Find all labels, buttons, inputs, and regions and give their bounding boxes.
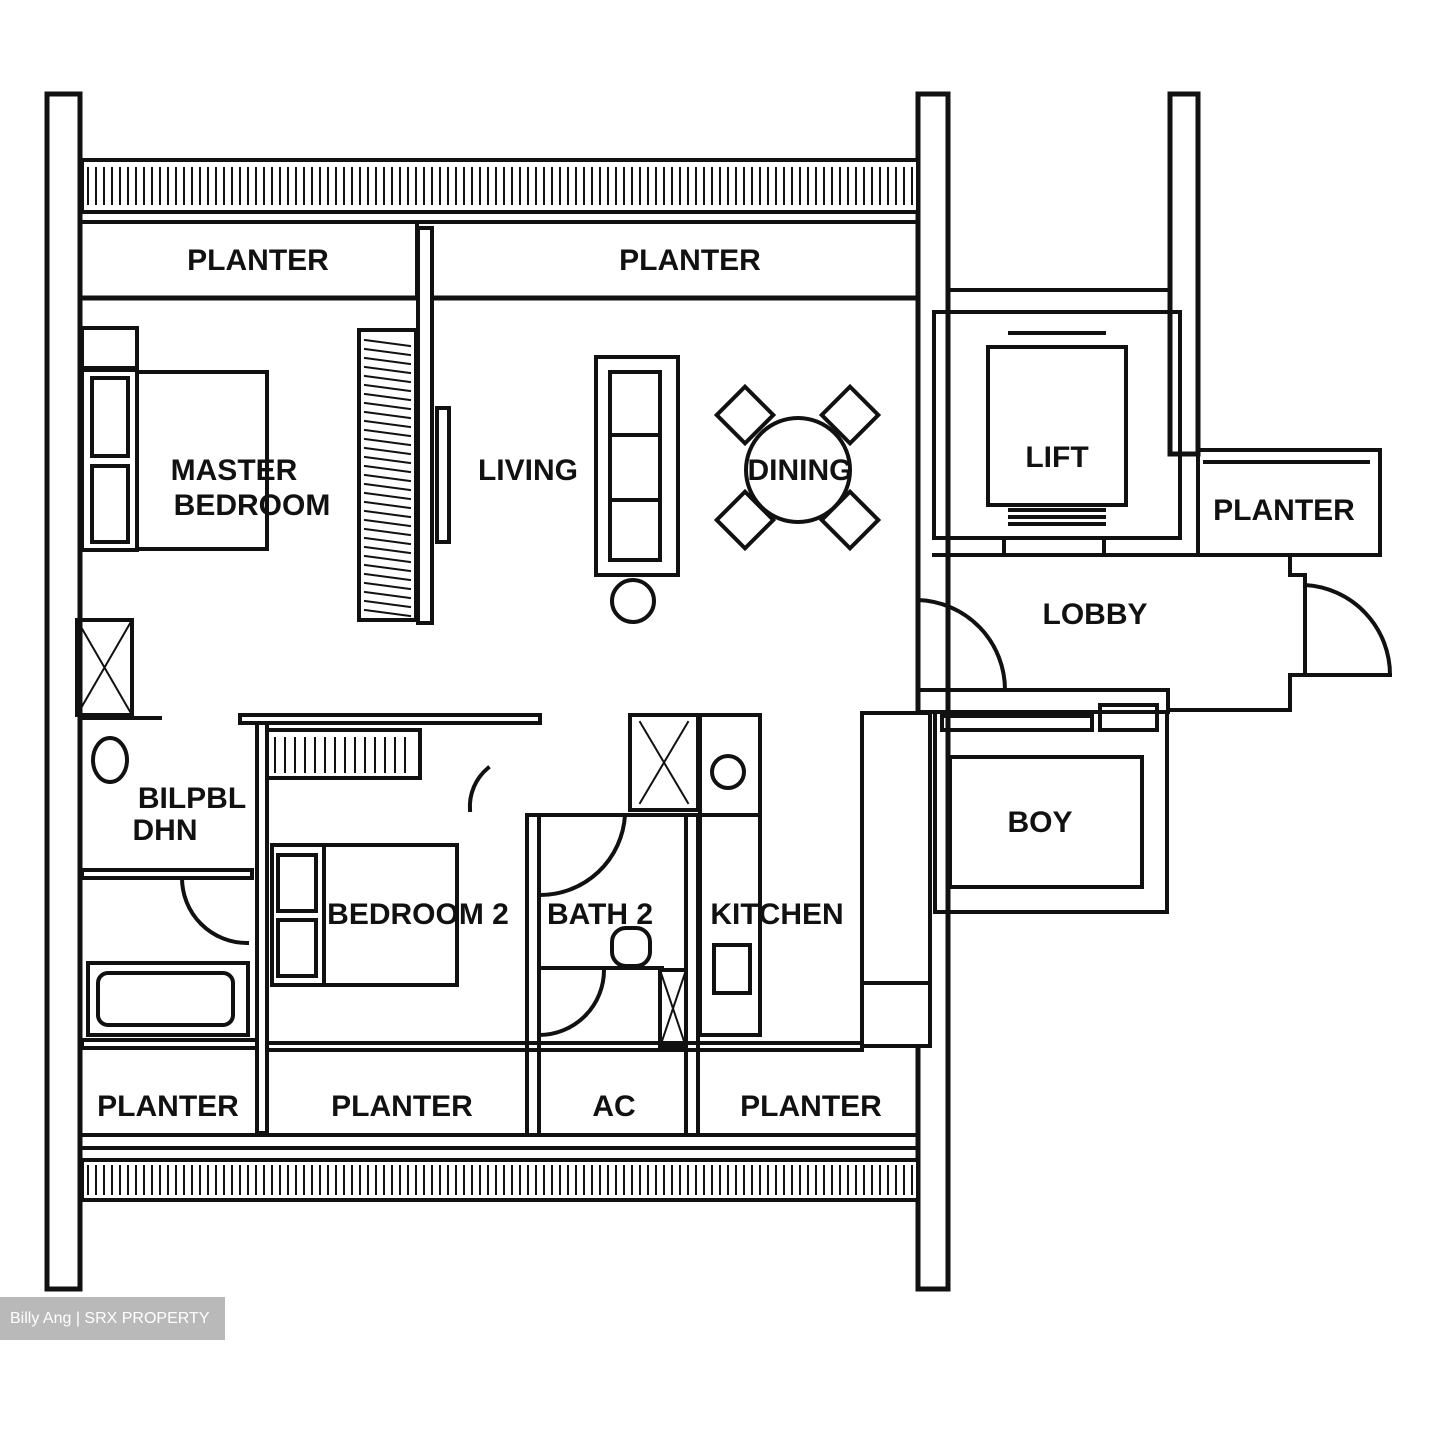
bedroom2-wardrobe bbox=[265, 728, 422, 780]
bedroom-2-label: BEDROOM 2 bbox=[327, 898, 509, 931]
kitchen-label: KITCHEN bbox=[710, 898, 843, 931]
bottom-railing bbox=[80, 1158, 920, 1202]
lift-car bbox=[986, 345, 1128, 507]
planter-bottom-1-label: PLANTER bbox=[97, 1090, 239, 1123]
shower bbox=[75, 618, 134, 717]
dining-label: DINING bbox=[748, 454, 853, 487]
master-bedroom-label-1: MASTER bbox=[171, 454, 298, 487]
bathtub bbox=[86, 961, 250, 1037]
master-bedroom-label-2: BEDROOM bbox=[174, 489, 331, 522]
master-bed bbox=[135, 370, 269, 551]
ac-label: AC bbox=[592, 1090, 635, 1123]
lift-label: LIFT bbox=[1025, 441, 1088, 474]
planter-top-right-label: PLANTER bbox=[619, 244, 761, 277]
left-column bbox=[44, 91, 83, 1292]
planter-bottom-3-label: PLANTER bbox=[740, 1090, 882, 1123]
watermark: Billy Ang | SRX PROPERTY bbox=[0, 1297, 225, 1340]
lobby-label: LOBBY bbox=[1043, 598, 1148, 631]
right-column bbox=[1167, 91, 1201, 457]
boy-label: BOY bbox=[1007, 806, 1072, 839]
master-wardrobe bbox=[357, 328, 418, 622]
side-table bbox=[610, 578, 656, 624]
planter-bottom-2-label: PLANTER bbox=[331, 1090, 473, 1123]
master-bath-label-1: BILPBL bbox=[138, 782, 246, 815]
planter-top-left-label: PLANTER bbox=[187, 244, 329, 277]
bedroom2-bed bbox=[322, 843, 459, 987]
planter-lift-label: PLANTER bbox=[1213, 494, 1355, 527]
sofa bbox=[594, 355, 680, 577]
boy-room bbox=[948, 755, 1144, 889]
bath-2-label: BATH 2 bbox=[547, 898, 653, 931]
master-bath-label-2: DHN bbox=[133, 814, 198, 847]
living-label: LIVING bbox=[478, 454, 578, 487]
dining-table bbox=[744, 416, 852, 524]
top-railing bbox=[80, 158, 920, 214]
lift-shaft bbox=[932, 310, 1182, 540]
